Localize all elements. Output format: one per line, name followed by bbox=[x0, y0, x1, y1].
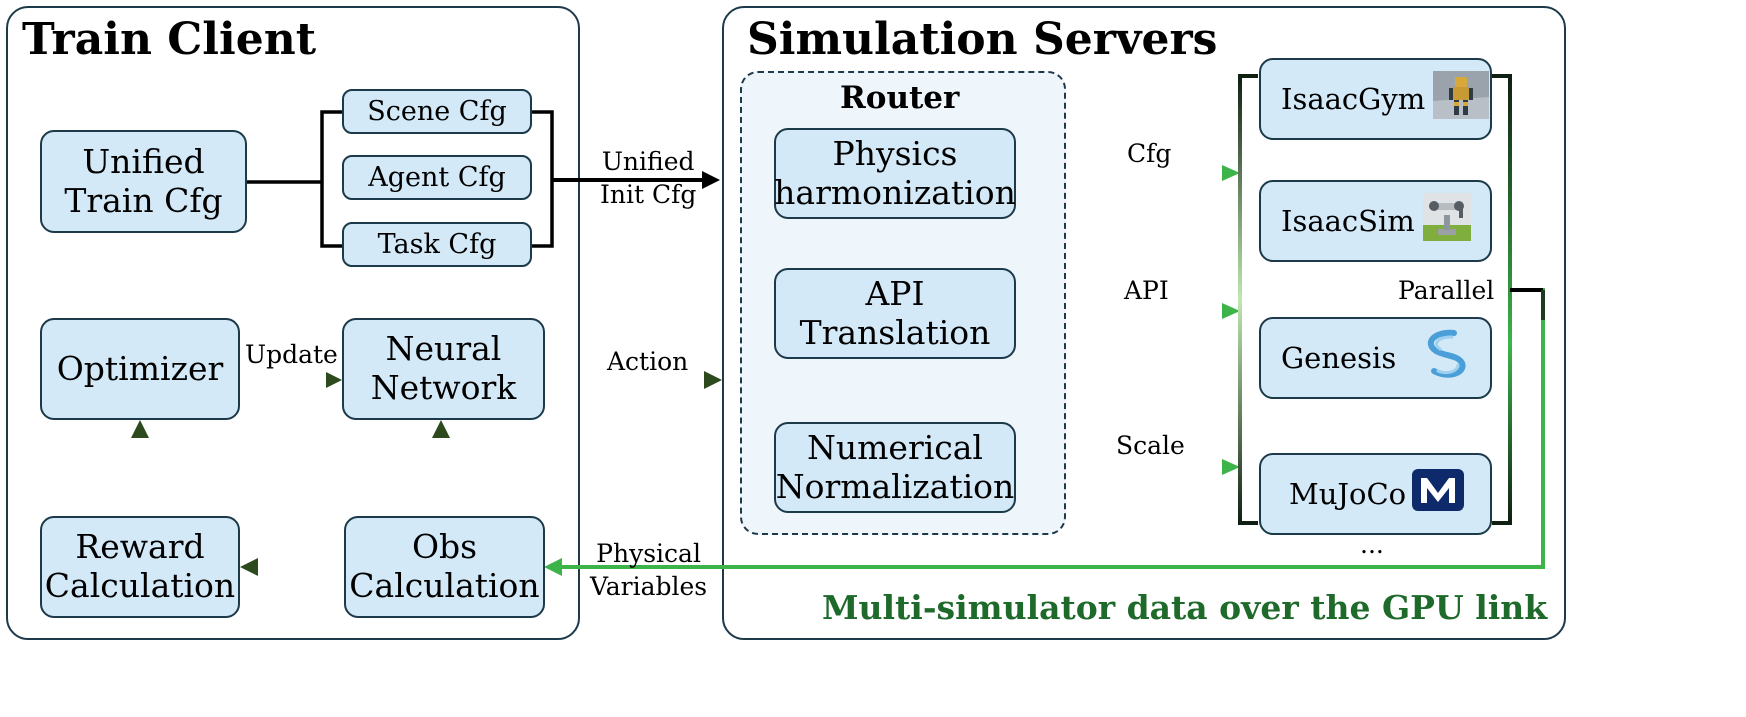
router-title: Router bbox=[840, 80, 960, 116]
train-client-title: Train Client bbox=[22, 14, 317, 65]
scale-label: Scale bbox=[1116, 431, 1185, 460]
unified-init-cfg-label: Unified Init Cfg bbox=[600, 147, 697, 209]
sim-genesis-box: Genesis bbox=[1259, 317, 1492, 399]
footer-caption: Multi-simulator data over the GPU link bbox=[822, 588, 1548, 627]
action-arrowhead bbox=[704, 371, 722, 389]
cfg-right-brace bbox=[532, 110, 554, 248]
reward-to-optimizer-arrowhead bbox=[131, 420, 149, 438]
action-label: Action bbox=[607, 347, 689, 376]
obs-to-network-arrowhead bbox=[432, 420, 450, 438]
isaacgym-robot-icon bbox=[1433, 70, 1490, 128]
reward-calculation-box: Reward Calculation bbox=[40, 516, 240, 618]
physical-variables-label: Physical Variables bbox=[590, 539, 708, 601]
api-arrowhead bbox=[1222, 303, 1240, 319]
parallel-label: Parallel bbox=[1398, 276, 1495, 305]
update-label: Update bbox=[245, 340, 338, 369]
task-cfg-box: Task Cfg bbox=[342, 222, 532, 267]
obs-to-reward-arrowhead bbox=[240, 558, 258, 576]
api-label: API bbox=[1124, 276, 1169, 305]
agent-cfg-box: Agent Cfg bbox=[342, 155, 532, 200]
sim-right-bracket bbox=[1492, 74, 1512, 525]
numerical-normalization-box: Numerical Normalization bbox=[774, 422, 1016, 513]
scale-arrowhead bbox=[1222, 459, 1240, 475]
sim-isaacgym-box: IsaacGym bbox=[1259, 58, 1492, 140]
genesis-swirl-icon bbox=[1418, 327, 1472, 390]
isaacsim-arm-icon bbox=[1422, 192, 1471, 250]
cfg-label: Cfg bbox=[1127, 139, 1172, 168]
update-arrowhead bbox=[326, 372, 342, 388]
obs-calculation-box: Obs Calculation bbox=[344, 516, 545, 618]
sim-left-bracket bbox=[1238, 74, 1258, 525]
cfg-arrowhead bbox=[1222, 165, 1240, 181]
more-simulators-ellipsis: ... bbox=[1360, 530, 1384, 559]
api-translation-box: API Translation bbox=[774, 268, 1016, 359]
physical-variables-arrowhead bbox=[544, 558, 562, 576]
simulation-servers-title: Simulation Servers bbox=[747, 14, 1218, 65]
sim-isaacsim-box: IsaacSim bbox=[1259, 180, 1492, 262]
mujoco-m-icon bbox=[1412, 468, 1465, 520]
cfg-left-brace bbox=[320, 110, 342, 248]
optimizer-box: Optimizer bbox=[40, 318, 240, 420]
neural-network-box: Neural Network bbox=[342, 318, 545, 420]
physics-harmonization-box: Physics harmonization bbox=[774, 128, 1016, 219]
sim-mujoco-box: MuJoCo bbox=[1259, 453, 1492, 535]
init-cfg-arrowhead bbox=[702, 171, 720, 189]
scene-cfg-box: Scene Cfg bbox=[342, 89, 532, 134]
unified-train-cfg-box: Unified Train Cfg bbox=[40, 130, 247, 233]
